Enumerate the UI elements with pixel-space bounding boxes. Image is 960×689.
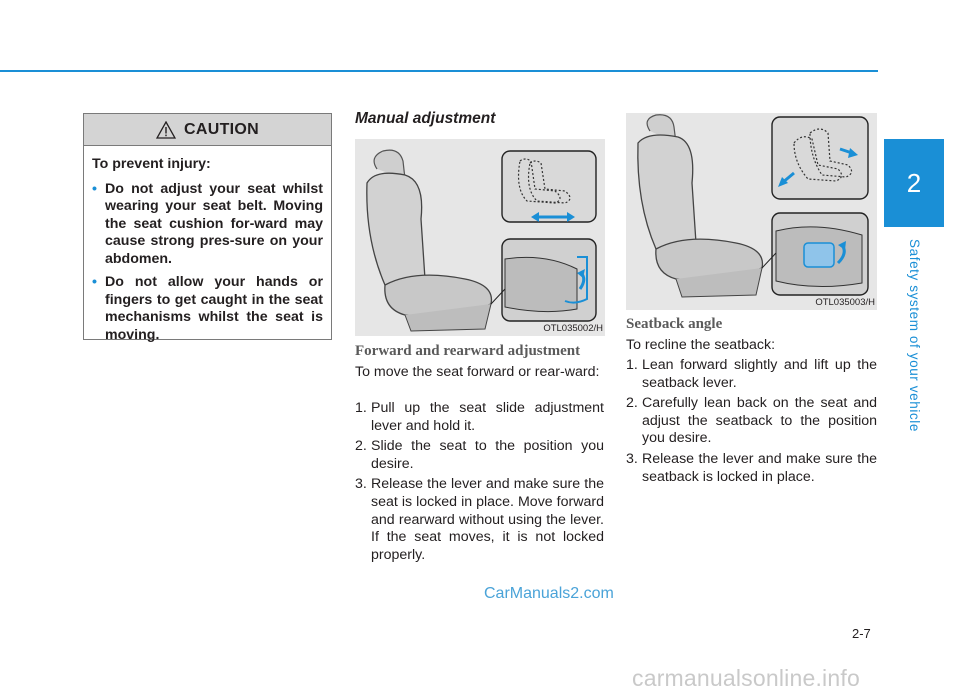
forward-steps: 1.Pull up the seat slide adjustment leve… xyxy=(355,400,604,567)
section-title-vertical: Safety system of your vehicle xyxy=(898,239,924,539)
warning-triangle-icon xyxy=(156,120,176,139)
top-rule xyxy=(0,70,878,72)
seat-slide-figure: OTL035002/H xyxy=(355,139,605,336)
caution-item: •Do not allow your hands or fingers to g… xyxy=(92,274,323,343)
bullet-icon: • xyxy=(92,274,97,290)
step-item: 2.Carefully lean back on the seat and ad… xyxy=(626,395,877,447)
step-item: 2.Slide the seat to the position you des… xyxy=(355,438,604,472)
seatback-intro: To recline the seatback: xyxy=(626,337,776,353)
caution-label: CAUTION xyxy=(184,120,259,138)
section-title: Safety system of your vehicle xyxy=(907,239,922,432)
seatback-steps: 1.Lean forward slightly and lift up the … xyxy=(626,357,877,489)
caution-box: CAUTION To prevent injury: •Do not adjus… xyxy=(83,113,332,343)
section-tab: 2 Safety system of your vehicle xyxy=(884,139,960,607)
forward-intro: To move the seat forward or rear-ward: xyxy=(355,364,600,380)
section-number: 2 xyxy=(906,167,922,198)
footer-site-watermark: carmanualsonline.info xyxy=(632,665,860,689)
step-item: 3.Release the lever and make sure the se… xyxy=(355,476,604,563)
caution-item: •Do not adjust your seat whilst wearing … xyxy=(92,180,323,267)
caution-body: To prevent injury: •Do not adjust your s… xyxy=(84,146,331,344)
bullet-icon: • xyxy=(92,180,97,197)
seatback-angle-figure: OTL035003/H xyxy=(626,113,877,310)
manual-adjustment-heading: Manual adjustment xyxy=(355,110,496,127)
caution-intro: To prevent injury: xyxy=(92,156,211,172)
watermark-link[interactable]: CarManuals2.com xyxy=(484,585,614,602)
section-number-box: 2 xyxy=(884,139,944,227)
page-number: 2-7 xyxy=(852,626,871,641)
figure-code: OTL035003/H xyxy=(815,297,875,308)
step-item: 3.Release the lever and make sure the se… xyxy=(626,450,877,485)
caution-header: CAUTION xyxy=(84,114,331,146)
caution-list: •Do not adjust your seat whilst wearing … xyxy=(92,181,323,345)
step-item: 1.Lean forward slightly and lift up the … xyxy=(626,357,877,391)
step-item: 1.Pull up the seat slide adjustment leve… xyxy=(355,400,604,434)
seatback-angle-heading: Seatback angle xyxy=(626,316,723,332)
figure-code: OTL035002/H xyxy=(543,323,603,334)
seatback-illustration xyxy=(637,114,869,298)
forward-rearward-heading: Forward and rearward adjustment xyxy=(355,343,581,359)
seat-slide-illustration xyxy=(366,149,597,332)
